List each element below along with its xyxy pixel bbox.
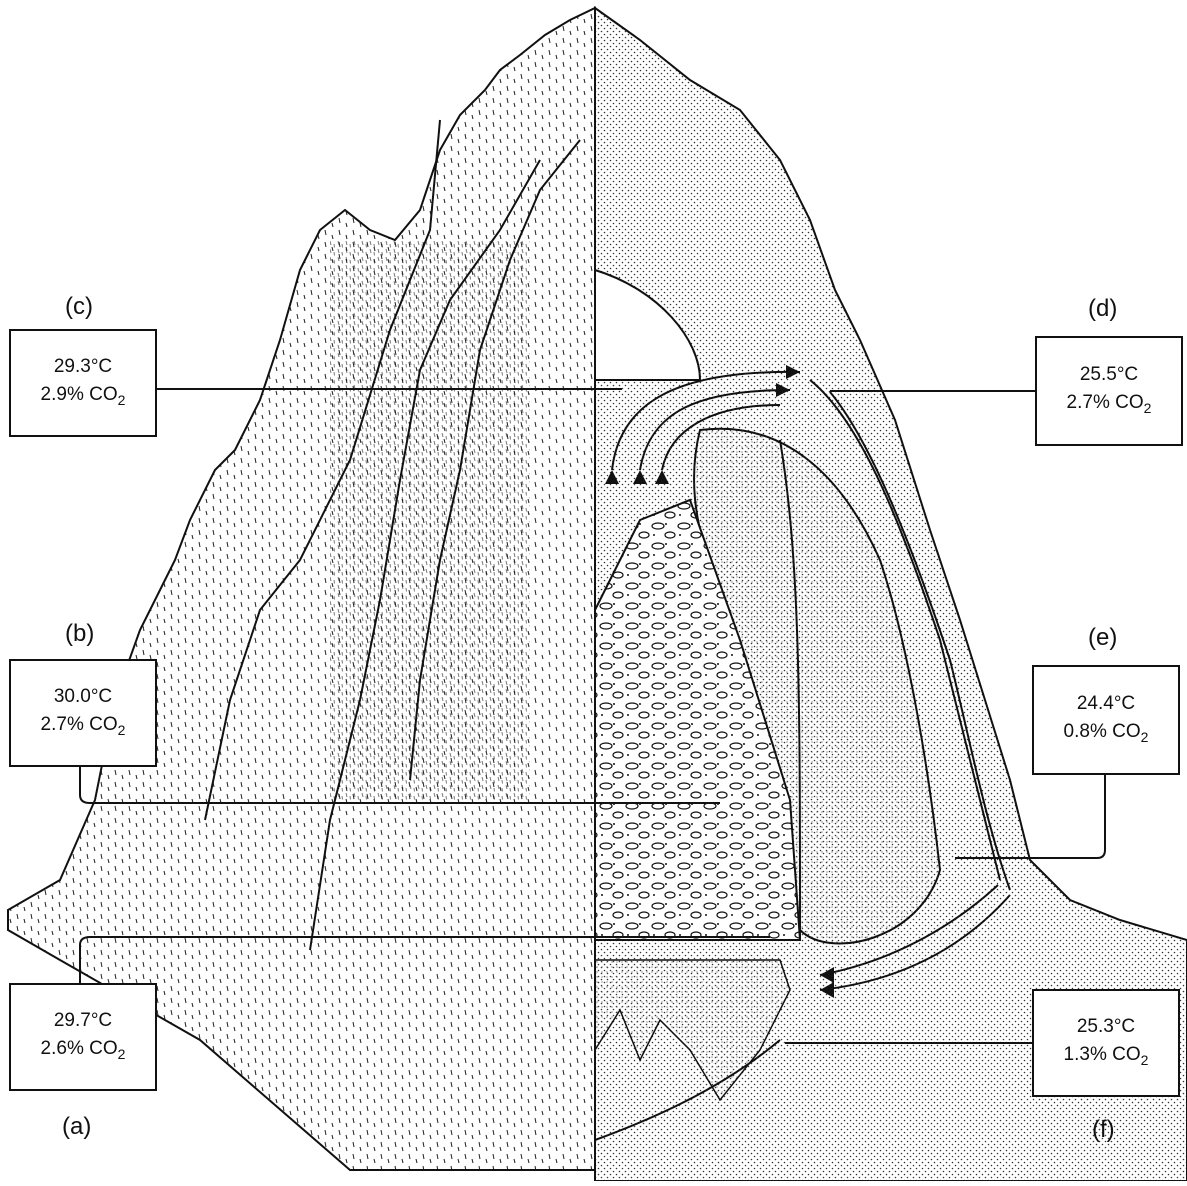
reading-box-b: 30.0°C 2.7% CO2	[9, 659, 157, 767]
co2-e: 0.8% CO2	[1063, 720, 1149, 745]
co2-a: 2.6% CO2	[40, 1037, 126, 1062]
leader-b	[79, 765, 720, 804]
temperature-d: 25.5°C	[1079, 363, 1139, 385]
cellar-base	[594, 1039, 781, 1141]
label-tag-b: (b)	[65, 620, 95, 647]
reading-box-a: 29.7°C 2.6% CO2	[9, 983, 157, 1091]
reading-box-e: 24.4°C 0.8% CO2	[1032, 665, 1180, 775]
temperature-e: 24.4°C	[1076, 692, 1136, 714]
leader-lines	[79, 388, 1106, 1044]
leader-a	[79, 936, 770, 985]
label-tag-c: (c)	[65, 293, 93, 320]
temperature-a: 29.7°C	[53, 1009, 113, 1031]
label-tag-e: (e)	[1088, 624, 1118, 651]
co2-f: 1.3% CO2	[1063, 1043, 1149, 1068]
leader-e	[955, 773, 1106, 859]
reading-box-d: 25.5°C 2.7% CO2	[1035, 336, 1183, 446]
co2-c: 2.9% CO2	[40, 383, 126, 408]
co2-b: 2.7% CO2	[40, 713, 126, 738]
airflow-channels	[611, 370, 1011, 991]
cellar	[594, 959, 791, 1102]
temperature-f: 25.3°C	[1076, 1015, 1136, 1037]
reading-box-c: 29.3°C 2.9% CO2	[9, 329, 157, 437]
label-tag-f: (f)	[1092, 1116, 1115, 1143]
temperature-b: 30.0°C	[53, 685, 113, 707]
reading-box-f: 25.3°C 1.3% CO2	[1032, 989, 1180, 1097]
label-tag-d: (d)	[1088, 295, 1118, 322]
fungus-comb	[594, 498, 802, 941]
airflow-arrows	[605, 365, 834, 998]
label-tag-a: (a)	[62, 1113, 92, 1140]
temperature-c: 29.3°C	[53, 355, 113, 377]
co2-d: 2.7% CO2	[1066, 391, 1152, 416]
attic-cavity	[594, 268, 702, 381]
